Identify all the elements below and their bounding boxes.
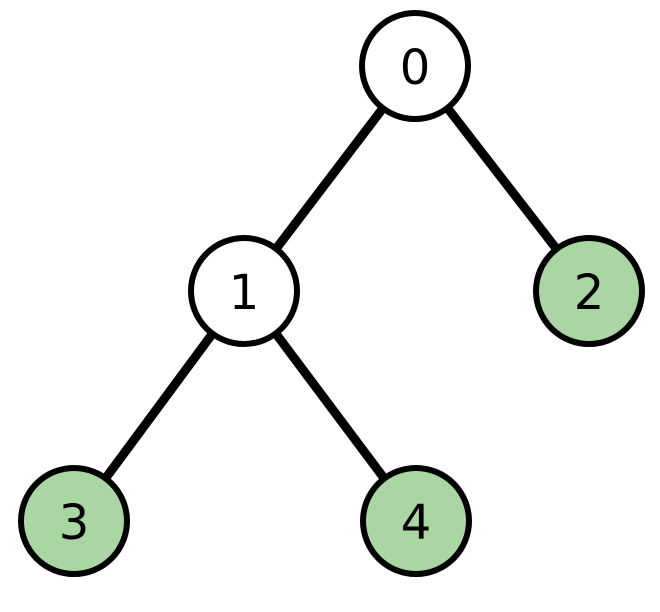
tree-node-3: 3 [18,465,130,577]
node-label-3: 3 [59,495,90,551]
node-circle-0 [359,10,471,122]
node-label-2: 2 [574,265,605,321]
tree-node-4: 4 [360,465,472,577]
node-label-0: 0 [400,40,431,96]
node-circle-2 [533,235,645,347]
node-circle-3 [18,465,130,577]
node-circle-1 [188,235,300,347]
tree-node-0: 0 [359,10,471,122]
node-label-1: 1 [229,265,260,321]
tree-node-2: 2 [533,235,645,347]
node-circle-4 [360,465,472,577]
node-label-4: 4 [401,495,432,551]
tree-node-1: 1 [188,235,300,347]
